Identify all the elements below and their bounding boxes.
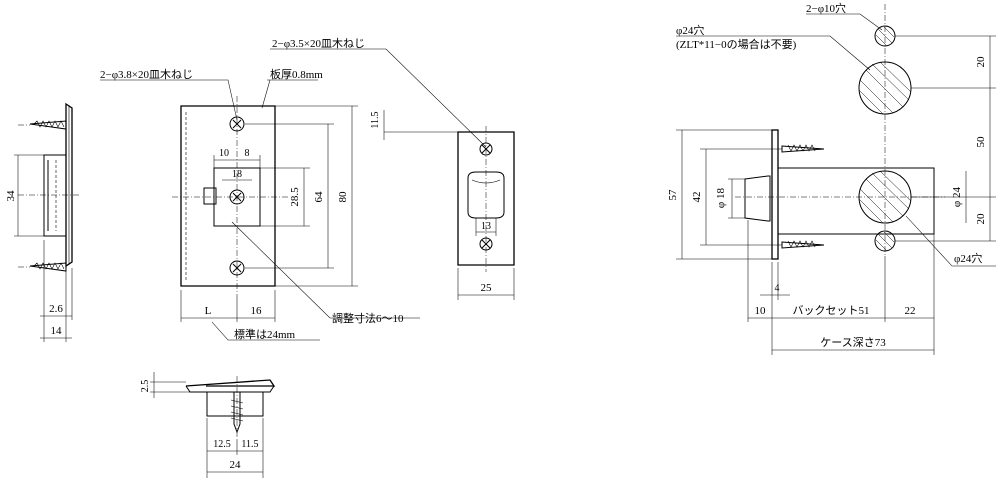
dim-L: L	[205, 305, 212, 317]
dim-18: 18	[232, 169, 242, 180]
screw-head-small-bottom	[479, 237, 493, 251]
label-hole-10: 2−φ10穴	[806, 1, 846, 15]
screw-bottom-side	[18, 262, 67, 272]
small-strike-front: 2−φ3.5×20皿木ねじ 11.5 13 25	[270, 37, 515, 300]
dim-phi24: φ 24	[951, 186, 963, 207]
latch-side-view: 20 50 20 φ 24 57 42 φ 18 4 10 バックセット51 2…	[667, 1, 996, 355]
dim-64: 64	[313, 191, 325, 203]
dim-11-5: 11.5	[370, 111, 381, 128]
dim-24: 24	[230, 459, 242, 471]
dim-phi18: φ 18	[715, 187, 727, 208]
label-hole-24: φ24穴	[676, 23, 704, 37]
label-hole-24-note: (ZLT*11−0の場合は不要)	[676, 37, 797, 51]
dim-50: 50	[975, 136, 987, 148]
label-standard: 標準は24mm	[234, 327, 296, 341]
label-adjust: 調整寸法6〜10	[332, 311, 404, 325]
dim-2-5: 2.5	[140, 380, 151, 393]
dim-11-5b: 11.5	[241, 439, 258, 450]
dim-28-5: 28.5	[289, 187, 301, 207]
dim-10b: 10	[755, 305, 767, 317]
strike-top-view: 2.5 12.5 11.5 24	[140, 372, 276, 478]
dim-57: 57	[667, 189, 679, 201]
dim-4: 4	[775, 283, 780, 294]
label-case-depth: ケース深さ73	[820, 336, 886, 349]
dim-12-5: 12.5	[213, 439, 231, 450]
strike-front-view: 10 8 18 28.5 64 80 L 16 2−φ3.8×20皿木ねじ 板厚…	[100, 67, 420, 341]
dim-22: 22	[905, 305, 916, 317]
screw-head-small-top	[479, 142, 493, 156]
dim-13: 13	[481, 221, 491, 232]
strike-side-view: 34 2.6 14	[5, 102, 80, 342]
dim-16: 16	[251, 305, 263, 317]
label-backset: バックセット51	[793, 304, 870, 317]
dim-20-top: 20	[975, 56, 987, 68]
dim-2-6: 2.6	[49, 303, 63, 315]
screw-head-center	[229, 189, 245, 205]
dim-80: 80	[337, 191, 349, 203]
label-screw-small: 2−φ3.8×20皿木ねじ	[100, 68, 193, 81]
label-hole-24-bottom: φ24穴	[954, 251, 982, 265]
label-screw-large: 2−φ3.5×20皿木ねじ	[272, 37, 365, 50]
label-plate-thickness: 板厚0.8mm	[270, 67, 323, 81]
dim-8: 8	[245, 148, 250, 159]
dim-10: 10	[219, 148, 229, 159]
dim-42: 42	[691, 192, 703, 203]
dim-20-bottom: 20	[975, 213, 987, 225]
screw-head-top	[229, 116, 245, 132]
screw-head-bottom	[229, 260, 245, 276]
dim-34: 34	[5, 190, 17, 202]
dim-25: 25	[481, 282, 493, 294]
screw-top-side	[18, 120, 67, 130]
dim-14: 14	[51, 325, 63, 337]
